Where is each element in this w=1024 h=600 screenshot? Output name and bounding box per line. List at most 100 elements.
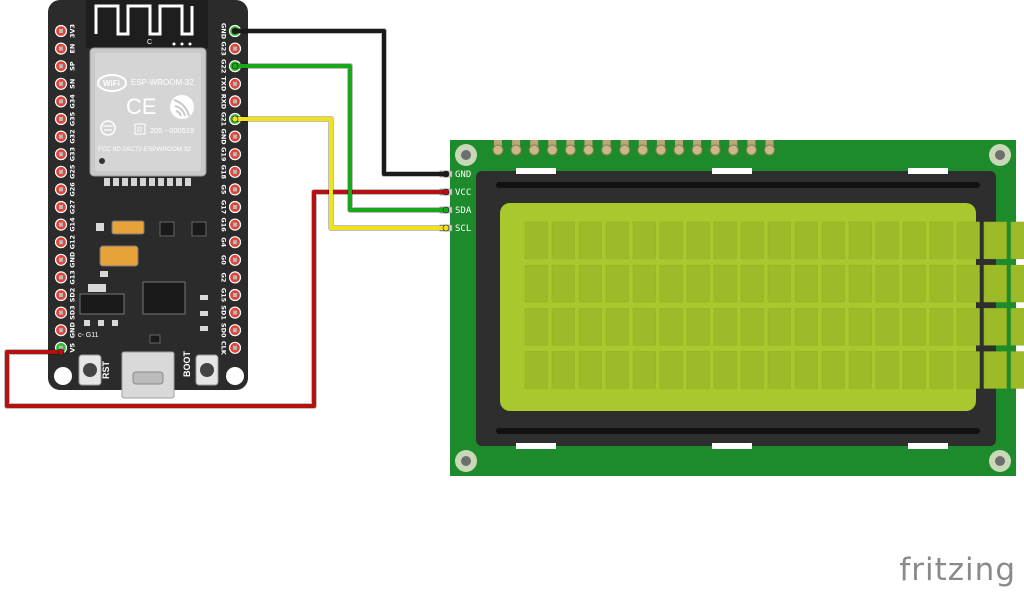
gnd-wire[interactable] [233,29,448,176]
mounting-hole [455,144,477,166]
lcd-char-cell [686,221,710,260]
esp32-pin-label: G22 [220,59,228,73]
lcd-char-cell [578,264,602,303]
lcd-char-cell [848,264,872,303]
lcd-char-cell [551,264,575,303]
wire-endpoint[interactable] [442,188,450,196]
esp32-pin-label: G12 [68,235,76,249]
usb-uart-chip [142,281,186,315]
esp32-pin-label: RXD [220,94,228,110]
lcd-char-cell [605,221,629,260]
lcd-pin-label: VCC [455,188,471,198]
lcd-char-cell [848,351,872,389]
lcd-char-cell [794,308,818,346]
boot-button[interactable] [195,354,219,386]
lcd-char-cell [659,221,683,260]
boot-label: BOOT [182,350,192,377]
lcd-char-cell [1010,264,1024,303]
transistor [159,221,175,237]
lcd-char-cell [848,308,872,346]
lcd-char-cell [767,221,791,260]
lcd-char-cell [956,264,980,303]
sda-wire[interactable] [233,64,448,212]
esp32-pin-label: GND [68,322,76,339]
lcd-char-cell [578,351,602,389]
lcd-char-cell [902,351,926,389]
wifi-logo [97,74,127,92]
micro-usb-port[interactable] [121,351,175,399]
scl-wire[interactable] [233,117,448,230]
module-pads [104,178,191,186]
lcd-char-cell [767,308,791,346]
lcd-char-cell [1010,308,1024,346]
lcd-pin-label: SDA [455,206,472,216]
lcd-char-cell [902,308,926,346]
wire-endpoint[interactable] [231,27,239,35]
lcd-character-grid [524,221,1024,389]
esp32-pin-label: SD0 [220,323,228,338]
lcd-char-cell [902,221,926,260]
lcd-char-cell [551,221,575,260]
reset-button[interactable] [78,354,102,386]
mounting-hole [989,450,1011,472]
voltage-regulator [79,293,125,315]
vcc-wire[interactable] [5,190,448,408]
lcd-char-cell [983,351,1007,389]
lcd-char-cell [821,221,845,260]
esp32-pin-header-right: GNDG23G22TXDRXDG21GNDG19G18G5G17G16G4G0G… [220,23,242,356]
lcd-char-cell [740,351,764,389]
lcd-pin-label: SCL [455,224,471,234]
lcd-char-cell [713,264,737,303]
esp32-pin-label: G34 [68,94,76,109]
esp32-pin-label: G23 [220,41,228,55]
lcd-char-cell [956,308,980,346]
lcd-char-cell [578,308,602,346]
lcd-char-cell [794,264,818,303]
lcd-char-cell [713,351,737,389]
lcd-char-cell [794,351,818,389]
lcd-char-cell [551,351,575,389]
lcd-char-cell [686,351,710,389]
wire-endpoint[interactable] [231,115,239,123]
lcd-char-cell [740,308,764,346]
lcd-char-cell [713,308,737,346]
lcd-char-cell [605,351,629,389]
esp32-pin-label: SD1 [220,305,228,320]
lcd-char-cell [659,264,683,303]
transistor [191,221,207,237]
lcd-char-cell [740,221,764,260]
wire-endpoint[interactable] [57,348,65,356]
wires [4,27,450,409]
esp32-pin-label: G2 [220,272,228,282]
reset-label: RST [101,360,111,379]
lcd-char-cell [767,351,791,389]
lcd-char-cell [632,221,656,260]
wire-endpoint[interactable] [442,224,450,232]
lcd-char-cell [875,308,899,346]
esp32-pin-label: SP [68,61,76,71]
lcd-char-cell [686,264,710,303]
esp32-pin-label: V5 [68,343,76,353]
wire-endpoint[interactable] [231,62,239,70]
lcd-char-cell [632,351,656,389]
module-marking: C [147,39,152,46]
lcd-char-cell [875,351,899,389]
wire-endpoint[interactable] [442,170,450,178]
esp32-board: C WiFi ESP-WROOM-32 CE R 205 - 000519 FC… [48,0,248,399]
lcd-char-cell [956,221,980,260]
lcd-char-cell [1010,351,1024,389]
lcd-char-cell [659,351,683,389]
esp32-pin-label: GND [220,129,228,146]
lcd-char-cell [578,221,602,260]
lcd-char-cell [983,221,1007,260]
lcd-char-cell [929,308,953,346]
esp32-pin-label: TXD [220,76,228,91]
esp32-pin-label: GND [220,23,228,40]
esp32-pin-label: 3V3 [68,24,76,38]
lcd-char-cell [794,221,818,260]
wire-endpoint[interactable] [442,206,450,214]
lcd-char-cell [929,221,953,260]
esp32-pin-label: G15 [220,288,228,303]
certification-logo [100,120,116,136]
